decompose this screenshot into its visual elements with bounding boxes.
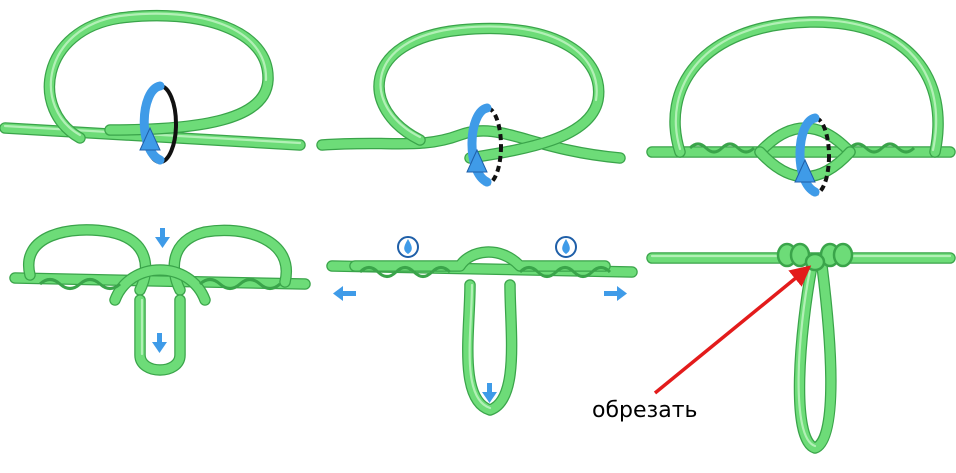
right-arrow-icon	[604, 286, 627, 301]
cut-label: обрезать	[592, 398, 698, 423]
step-2-panel	[316, 22, 626, 187]
line-rope	[0, 9, 306, 151]
red-pointer-arrow-icon	[653, 265, 812, 395]
twist-right	[848, 142, 916, 154]
rotate-arrow-icon	[466, 103, 492, 187]
step-4-panel	[9, 224, 311, 376]
drop-icon	[555, 236, 577, 258]
step-6-panel	[646, 242, 956, 454]
down-arrow-icon	[152, 333, 167, 353]
twist-right	[198, 278, 282, 290]
down-arrow-icon	[155, 228, 170, 248]
twist-left	[358, 266, 452, 278]
rotate-arrow-icon	[794, 113, 820, 197]
line-rope	[316, 22, 626, 164]
left-arrow-icon	[333, 286, 356, 301]
step-1-panel	[0, 9, 306, 165]
down-arrow-icon	[482, 383, 497, 403]
drop-icon	[397, 236, 419, 258]
line-rope	[326, 246, 638, 416]
step-5-panel	[326, 236, 638, 416]
twist-right	[518, 266, 612, 278]
twist-left	[688, 142, 756, 154]
step-3-panel	[646, 16, 956, 197]
rotate-arrow-icon	[139, 81, 165, 165]
knot	[776, 242, 854, 272]
twist-left	[38, 278, 122, 290]
